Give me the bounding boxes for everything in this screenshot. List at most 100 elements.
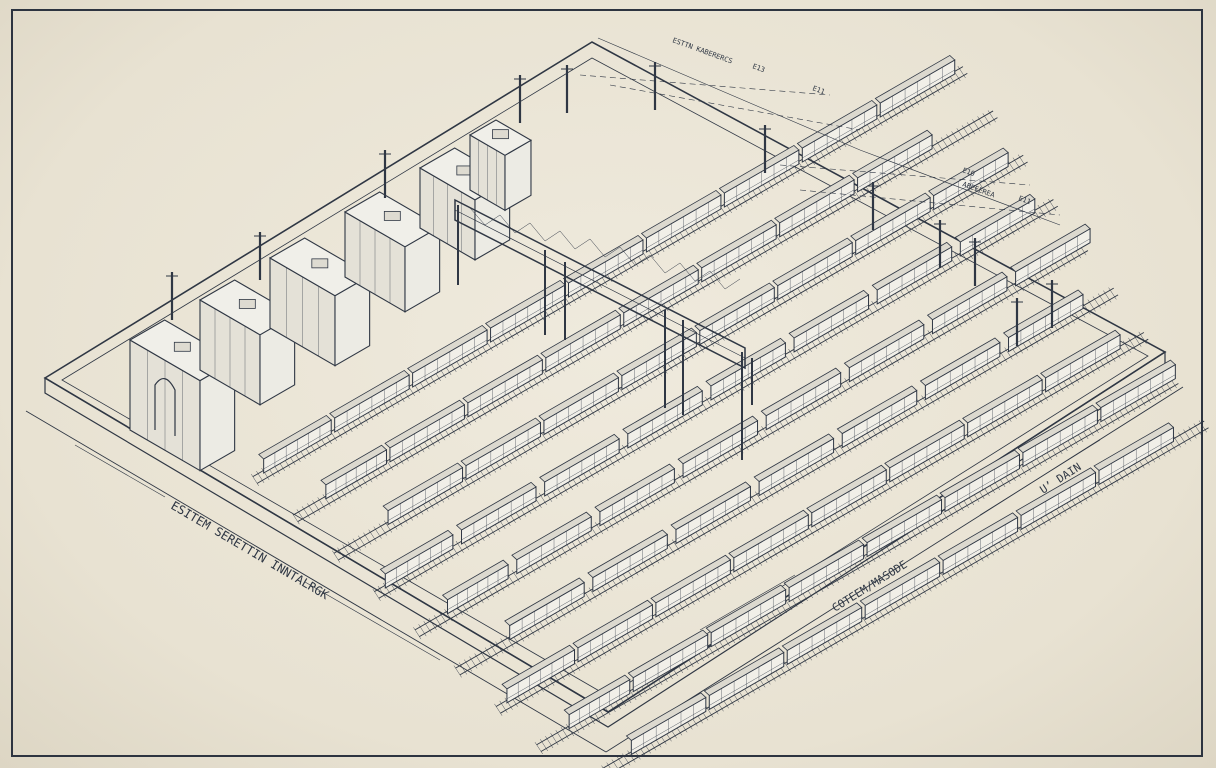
railcar xyxy=(796,99,878,163)
railcar-stripe xyxy=(933,162,1009,206)
railcar-stripe xyxy=(733,524,809,568)
rail xyxy=(500,338,1149,714)
railcar-stripe xyxy=(385,544,453,585)
railcar-stripe xyxy=(467,369,543,413)
track-sleepers xyxy=(494,331,1147,716)
railcar xyxy=(618,264,699,328)
track-sleepers xyxy=(251,65,966,487)
railcar xyxy=(937,512,1019,576)
railcar-stripe xyxy=(777,252,853,296)
railcar-stripe xyxy=(1045,344,1121,388)
railcar-stripe xyxy=(682,430,758,474)
railcar-stripe xyxy=(842,400,917,444)
railcar xyxy=(874,54,956,118)
depot-buildings xyxy=(128,119,533,472)
roof-unit xyxy=(383,210,401,221)
railcar-stripe xyxy=(490,294,566,339)
rail xyxy=(297,117,998,523)
railcar-stripe xyxy=(599,478,675,522)
railcar xyxy=(572,599,654,663)
railcar-stripe xyxy=(699,297,775,341)
right-callout-3: E11 xyxy=(1017,194,1032,206)
railcar-stripe xyxy=(655,569,731,613)
rail xyxy=(419,250,1089,637)
railcar xyxy=(622,385,703,449)
top-callout-2: E13 xyxy=(751,62,766,74)
railcar-stripe xyxy=(932,286,1008,330)
railcar-stripe xyxy=(967,389,1043,433)
railcar xyxy=(718,144,800,208)
rail xyxy=(618,427,1209,768)
railcar xyxy=(329,369,410,433)
depot-building xyxy=(343,191,441,313)
railcar-stripe xyxy=(787,617,862,661)
railcar-stripe xyxy=(925,352,1000,396)
railcar-roof xyxy=(650,554,732,604)
railcar-stripe xyxy=(711,599,786,643)
railcar xyxy=(760,367,842,431)
gantry-crane xyxy=(454,198,753,460)
railcar-stripe xyxy=(545,324,621,368)
railcar-stripe xyxy=(855,207,931,251)
railcar xyxy=(460,417,542,481)
railcar xyxy=(861,494,943,558)
railcar xyxy=(484,279,566,343)
railcar-stripe xyxy=(793,304,869,349)
railcar-stripe xyxy=(960,208,1035,253)
railcar xyxy=(1093,422,1175,486)
track-sleepers xyxy=(291,110,996,525)
rail xyxy=(256,72,968,484)
railcar-roof xyxy=(320,444,388,486)
railcar-stripe xyxy=(857,144,933,188)
railcar-stripe xyxy=(865,572,940,616)
railcar-stripe xyxy=(880,69,955,114)
railcar xyxy=(850,192,931,256)
railcar-stripe xyxy=(627,400,703,445)
railcar xyxy=(441,559,509,615)
railcar-stripe xyxy=(944,464,1020,508)
railcar-stripe xyxy=(1008,304,1084,348)
railcar xyxy=(677,415,759,479)
railcar xyxy=(871,241,953,305)
railcar-stripe xyxy=(516,526,592,570)
railcar xyxy=(640,189,722,253)
top-callout-1: ESTTN KABERERCS xyxy=(671,36,733,65)
dimension-lines xyxy=(74,37,1101,661)
railcar xyxy=(884,419,965,483)
railcar xyxy=(379,529,454,589)
depot-building xyxy=(268,237,371,367)
railcar xyxy=(670,481,752,545)
railcar xyxy=(962,374,1043,438)
top-callout-3: E11 xyxy=(811,84,826,96)
railcar-stripe xyxy=(461,496,537,541)
railcar xyxy=(1040,329,1121,393)
railcar-stripe xyxy=(544,448,620,493)
railcar xyxy=(384,399,466,463)
track-sleepers xyxy=(601,420,1207,768)
railcar xyxy=(788,289,870,353)
drawing-border xyxy=(11,9,1203,757)
railcar xyxy=(1095,359,1177,423)
railcar-stripe xyxy=(577,614,653,658)
railcar xyxy=(703,647,785,711)
railcar-stripe xyxy=(866,509,942,553)
railcar-stripe xyxy=(543,387,619,431)
railcar xyxy=(382,462,464,526)
railcar-roof xyxy=(728,509,809,559)
railcar-stripe xyxy=(447,574,509,610)
railcar-stripe xyxy=(412,339,488,384)
railcar xyxy=(939,449,1021,513)
railcar-stripe xyxy=(646,204,722,249)
railcar xyxy=(694,282,775,346)
railcar xyxy=(1002,289,1084,353)
railcar xyxy=(538,372,620,436)
railcar xyxy=(650,554,732,618)
railcar-stripe xyxy=(568,249,644,294)
railcar-stripe xyxy=(592,544,668,588)
railcar xyxy=(594,463,676,527)
railcar xyxy=(806,464,887,528)
building-door xyxy=(154,378,176,436)
railcar-stripe xyxy=(631,707,706,751)
railcar xyxy=(563,674,631,730)
